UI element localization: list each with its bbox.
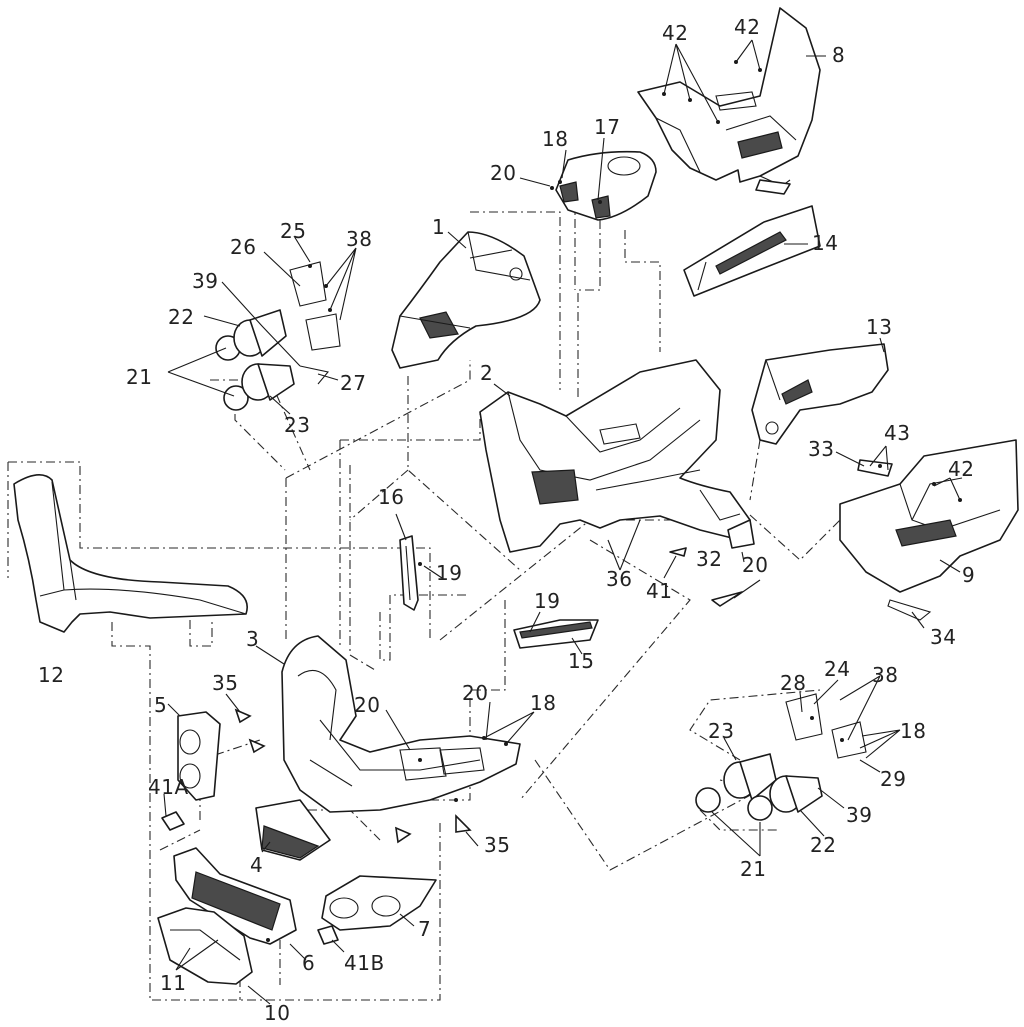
- label-part-23-right: 23: [708, 719, 734, 743]
- label-part-42-top-a: 42: [662, 21, 688, 45]
- leader-lines: [163, 39, 961, 1005]
- front-frame: [281, 635, 521, 813]
- label-part-17: 17: [594, 115, 620, 139]
- rear-mud-flap: [683, 205, 821, 297]
- label-part-20-mid-a: 20: [462, 681, 488, 705]
- label-part-19-b: 19: [534, 589, 560, 613]
- skid-plate: [255, 799, 331, 861]
- label-part-35-b: 35: [484, 833, 510, 857]
- label-part-10: 10: [264, 1001, 290, 1025]
- label-part-42-top-b: 42: [734, 15, 760, 39]
- label-part-20-right: 20: [742, 553, 768, 577]
- label-part-18-top: 18: [542, 127, 568, 151]
- headlight-assembly-right: [695, 693, 867, 821]
- front-bumper: [157, 907, 253, 985]
- label-part-39-left: 39: [192, 269, 218, 293]
- label-part-41b: 41B: [344, 951, 385, 975]
- label-part-14: 14: [812, 231, 838, 255]
- label-part-34: 34: [930, 625, 956, 649]
- label-part-21-right: 21: [740, 857, 766, 881]
- label-part-7: 7: [418, 917, 431, 941]
- label-part-28: 28: [780, 671, 806, 695]
- label-part-18-right: 18: [900, 719, 926, 743]
- label-part-11: 11: [160, 971, 186, 995]
- reflector-35a: [234, 708, 252, 724]
- seat: [13, 474, 248, 633]
- label-part-1: 1: [432, 215, 445, 239]
- label-part-39-right: 39: [846, 803, 872, 827]
- label-part-32: 32: [696, 547, 722, 571]
- label-part-35-a: 35: [212, 671, 238, 695]
- label-part-5: 5: [154, 693, 167, 717]
- label-part-15: 15: [568, 649, 594, 673]
- label-part-24: 24: [824, 657, 850, 681]
- part-labels: 42 42 8 18 17 20 1 14 25 26 38 39 22 13 …: [38, 15, 975, 1025]
- label-part-25: 25: [280, 219, 306, 243]
- headlight-assembly-left: [215, 261, 341, 411]
- label-part-38-right: 38: [872, 663, 898, 687]
- label-part-6: 6: [302, 951, 315, 975]
- front-grille: [173, 847, 297, 945]
- label-part-16: 16: [378, 485, 404, 509]
- headlight-cowl: [391, 231, 541, 369]
- label-part-20-top: 20: [490, 161, 516, 185]
- label-part-13: 13: [866, 315, 892, 339]
- label-part-26: 26: [230, 235, 256, 259]
- label-part-12: 12: [38, 663, 64, 687]
- label-part-3: 3: [246, 627, 259, 651]
- label-part-9: 9: [962, 563, 975, 587]
- label-part-42-right: 42: [948, 457, 974, 481]
- side-trim-piece: [399, 535, 419, 611]
- label-part-19-a: 19: [436, 561, 462, 585]
- right-side-panel: [751, 343, 889, 445]
- label-part-20-mid-b: 20: [354, 693, 380, 717]
- label-part-33: 33: [808, 437, 834, 461]
- front-fender-body: [479, 359, 751, 553]
- label-part-23-left: 23: [284, 413, 310, 437]
- label-part-41: 41: [646, 579, 672, 603]
- label-part-18-mid: 18: [530, 691, 556, 715]
- label-part-4: 4: [250, 853, 263, 877]
- label-part-8: 8: [832, 43, 845, 67]
- rear-fender: [637, 7, 821, 187]
- label-part-38-left: 38: [346, 227, 372, 251]
- label-part-27: 27: [340, 371, 366, 395]
- label-part-41a: 41A: [148, 775, 189, 799]
- label-part-29: 29: [880, 767, 906, 791]
- reflector-35b: [455, 814, 472, 833]
- label-part-36: 36: [606, 567, 632, 591]
- small-fasteners: [161, 179, 893, 945]
- label-part-22-left: 22: [168, 305, 194, 329]
- label-part-2: 2: [480, 361, 493, 385]
- handlebar-cover: [555, 150, 657, 221]
- front-trim-strip: [513, 619, 599, 649]
- headlight-housing-right: [321, 875, 437, 931]
- label-part-22-right: 22: [810, 833, 836, 857]
- label-part-21-left: 21: [126, 365, 152, 389]
- headlight-housing-left: [177, 711, 221, 801]
- label-part-43: 43: [884, 421, 910, 445]
